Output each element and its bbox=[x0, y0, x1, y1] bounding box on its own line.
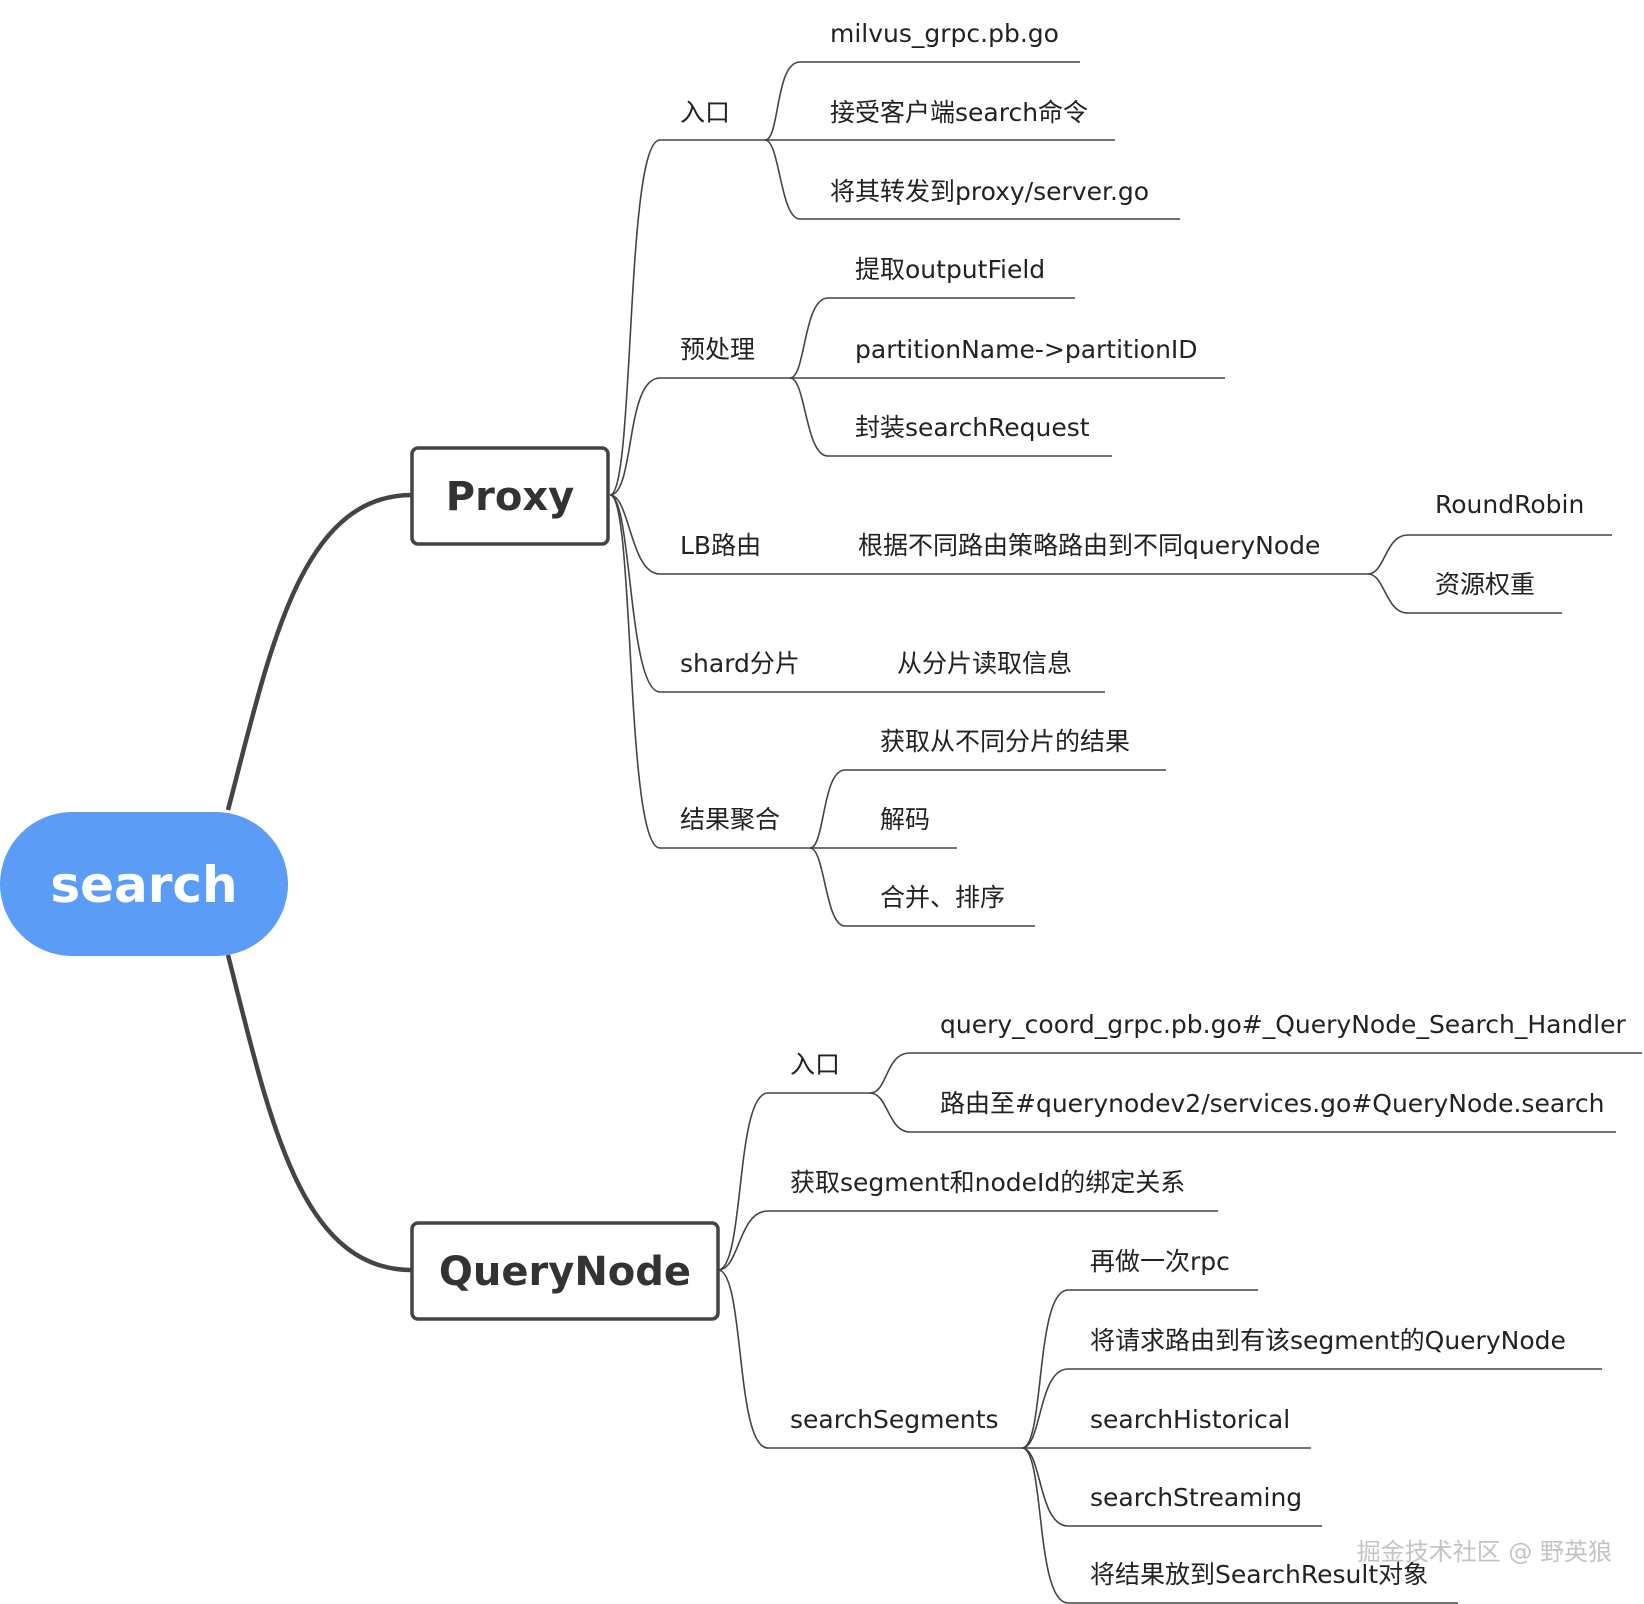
proxy-shard-detail[interactable]: 从分片读取信息 bbox=[897, 649, 1072, 678]
querynode-segments-item[interactable]: searchHistorical bbox=[1090, 1405, 1290, 1434]
proxy-branches bbox=[609, 139, 661, 849]
root-label: search bbox=[50, 856, 237, 914]
querynode-entry-label[interactable]: 入口 bbox=[790, 1050, 840, 1079]
proxy-entry-label[interactable]: 入口 bbox=[680, 98, 730, 127]
proxy-label: Proxy bbox=[446, 474, 574, 520]
querynode-segments-item[interactable]: 将请求路由到有该segment的QueryNode bbox=[1090, 1326, 1566, 1355]
querynode-branches bbox=[717, 1092, 769, 1449]
proxy-entry-item[interactable]: 将其转发到proxy/server.go bbox=[830, 177, 1149, 206]
proxy-merge-label[interactable]: 结果聚合 bbox=[680, 805, 780, 834]
querynode-entry-item[interactable]: query_coord_grpc.pb.go#_QueryNode_Search… bbox=[940, 1010, 1626, 1039]
proxy-merge-item[interactable]: 解码 bbox=[880, 805, 930, 834]
proxy-lb-strategy[interactable]: RoundRobin bbox=[1435, 490, 1584, 519]
proxy-preprocess-item[interactable]: 封装searchRequest bbox=[855, 413, 1090, 442]
proxy-preprocess-item[interactable]: partitionName->partitionID bbox=[855, 335, 1198, 364]
querynode-segments-item[interactable]: 再做一次rpc bbox=[1090, 1247, 1230, 1276]
root-node[interactable]: search bbox=[0, 812, 288, 956]
proxy-merge-item[interactable]: 获取从不同分片的结果 bbox=[880, 727, 1130, 756]
proxy-node[interactable]: Proxy bbox=[410, 446, 610, 546]
querynode-entry-item[interactable]: 路由至#querynodev2/services.go#QueryNode.se… bbox=[940, 1089, 1604, 1118]
proxy-lb-detail[interactable]: 根据不同路由策略路由到不同queryNode bbox=[858, 531, 1320, 560]
edge-root-proxy bbox=[225, 492, 413, 811]
proxy-shard-label[interactable]: shard分片 bbox=[680, 649, 800, 678]
proxy-lb-strategy[interactable]: 资源权重 bbox=[1435, 570, 1535, 599]
edge-root-querynode bbox=[225, 954, 413, 1273]
querynode-segments-item[interactable]: 将结果放到SearchResult对象 bbox=[1090, 1560, 1428, 1589]
querynode-segments-item[interactable]: searchStreaming bbox=[1090, 1483, 1302, 1512]
watermark: 掘金技术社区 @ 野英狼 bbox=[1357, 1538, 1612, 1566]
querynode-node[interactable]: QueryNode bbox=[410, 1221, 720, 1321]
proxy-preprocess-label[interactable]: 预处理 bbox=[680, 335, 755, 364]
proxy-preprocess-item[interactable]: 提取outputField bbox=[855, 255, 1045, 284]
querynode-segments-label[interactable]: searchSegments bbox=[790, 1405, 999, 1434]
proxy-entry-item[interactable]: milvus_grpc.pb.go bbox=[830, 19, 1059, 48]
proxy-entry-item[interactable]: 接受客户端search命令 bbox=[830, 98, 1088, 127]
querynode-label: QueryNode bbox=[439, 1249, 691, 1295]
proxy-merge-item[interactable]: 合并、排序 bbox=[880, 883, 1005, 912]
proxy-lb-label[interactable]: LB路由 bbox=[680, 531, 761, 560]
querynode-binding-label[interactable]: 获取segment和nodeId的绑定关系 bbox=[790, 1168, 1185, 1197]
